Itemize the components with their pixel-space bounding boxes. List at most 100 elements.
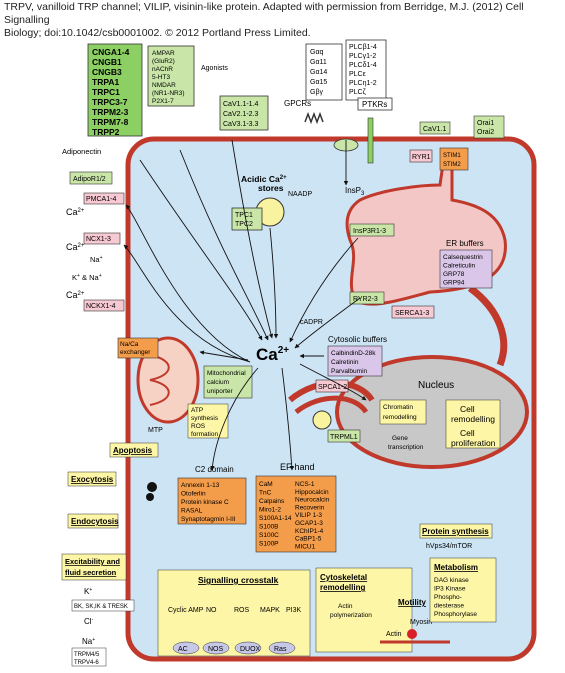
bk-box	[71, 599, 135, 612]
cadpr-label: cADPR	[300, 319, 323, 326]
cyto-buffer-item: Calretinin	[331, 359, 359, 366]
actin-label: Actin	[386, 631, 402, 638]
g-protein-box	[305, 43, 343, 101]
ef-item: Recoverin	[295, 504, 325, 511]
atp-box	[187, 403, 229, 439]
adipor-label: AdipoR1/2	[73, 176, 106, 183]
cl-label: Cl-	[84, 617, 94, 626]
channel-item: TRPC1	[92, 87, 120, 97]
nckx-box	[83, 299, 125, 312]
acidic-stores-label: Acidic Ca2+stores	[241, 174, 287, 193]
crosstalk-box	[157, 569, 311, 657]
channel-item: CNGB3	[92, 67, 122, 77]
cyto-buffer-item: CalbindinD-28k	[331, 350, 376, 357]
stim-box	[439, 147, 469, 171]
agonists-label: Agonists	[201, 65, 228, 72]
ef-item: S100B	[259, 524, 279, 531]
ef-left-list: CaMTnCCalpainsMiro1-2S100A1-14S100BS100C…	[259, 481, 292, 548]
bk-label: BK, SK,IK & TRESK	[74, 604, 128, 610]
protein-synthesis-label: Protein synthesis	[422, 527, 489, 536]
c2-item: Otoferlin	[181, 491, 206, 498]
channel-item: TRPA1	[92, 77, 120, 87]
ef-item: Neurocalcin	[295, 497, 330, 504]
ptkr-receptor	[367, 117, 374, 164]
myosin-head	[407, 629, 417, 639]
nckx-label: NCKX1-4	[86, 303, 116, 310]
serca-box	[391, 305, 435, 319]
ca-out-3: Ca2+	[66, 290, 85, 300]
ca-out-1: Ca2+	[66, 207, 85, 217]
g-protein-item: Gα11	[310, 59, 327, 66]
ef-item: Calpains	[259, 498, 285, 505]
trpml-box	[327, 429, 361, 443]
enzyme-label: Ras	[274, 646, 287, 653]
receptor-list: AMPAR(GluR2)nAChR5-HT3NMDAR(NR1-NR3)P2X1…	[152, 50, 185, 105]
cyto-buffers-title: Cytosolic buffers	[328, 335, 387, 344]
apoptosis-label: Apoptosis	[113, 446, 153, 455]
secretory-vesicle-2	[146, 493, 154, 501]
ryr23-label: RYR2-3	[353, 296, 378, 303]
c2-item: Annexin 1-13	[181, 482, 220, 489]
enzyme-oval	[268, 641, 296, 655]
caption-line-1: TRPV, vanilloid TRP channel; VILIP, visi…	[4, 1, 524, 26]
er-buffers-title: ER buffers	[446, 239, 484, 248]
ef-item: NCS-1	[295, 481, 315, 488]
endocytosis-label: Endocytosis	[71, 517, 119, 526]
ip3r-label: InsP3R1-3	[353, 228, 386, 235]
lysosome	[312, 410, 332, 430]
plc-item: PLCβ1-4	[349, 44, 377, 51]
receptor-item: AMPAR	[152, 50, 175, 57]
plc-item: PLCε	[349, 71, 366, 78]
cyto-buffer-item: Parvalbumin	[331, 368, 368, 375]
na-plus-label: Na+	[82, 637, 95, 646]
tpc-box	[231, 207, 263, 231]
metabolism-item: Phospho-	[434, 594, 462, 601]
caption-line-2: Biology; doi:10.1042/csb0001002. © 2012 …	[4, 27, 311, 39]
crosstalk-item: PI3K	[286, 607, 302, 614]
er-buffer-box	[439, 249, 493, 289]
ef-item: S100C	[259, 532, 279, 539]
cav-item: CaV1.1-1.4	[223, 101, 259, 108]
receptor-item: nAChR	[152, 66, 173, 73]
cytoskeletal-box	[315, 567, 413, 653]
mcu-box	[203, 365, 253, 399]
crosstalk-item: Cyclic AMP	[168, 607, 204, 614]
trpml-label: TRPML1	[330, 434, 358, 441]
crosstalk-item: NO	[206, 607, 217, 614]
mitochondrion	[136, 336, 200, 424]
secretory-vesicle	[147, 482, 157, 492]
mitochondria-cristae	[149, 354, 170, 406]
c2-item: Synaptotagmin I-III	[181, 516, 236, 523]
receptor-item: P2X1-7	[152, 98, 174, 105]
ncx-box	[83, 232, 121, 245]
c2-domain-title: C2 domain	[195, 465, 234, 474]
ncx-label: NCX1-3	[86, 236, 111, 243]
channel-item: TRPM2-3	[92, 107, 129, 117]
exocytosis-label: Exocytosis	[71, 475, 114, 484]
ptkrs-box	[357, 97, 393, 111]
enzyme-label: NOS	[208, 646, 224, 653]
g-protein-item: Gβγ	[310, 89, 323, 96]
c2-item: RASAL	[181, 508, 203, 515]
ip3r-box	[349, 223, 395, 237]
ef-item: KChIP1-4	[295, 528, 324, 535]
naca-exchanger-box	[117, 337, 159, 359]
mtp-label: MTP	[148, 427, 163, 434]
motility-label: Motility	[398, 598, 427, 607]
endocytosis-box	[67, 513, 119, 529]
k-plus-label: K+	[84, 587, 92, 596]
receptor-item: (GluR2)	[152, 58, 175, 65]
cyto-buffer-box	[327, 345, 383, 377]
ryr1-box	[409, 149, 433, 163]
ef-box	[255, 475, 337, 553]
crosstalk-item: ROS	[234, 607, 250, 614]
ef-item: TnC	[259, 490, 272, 497]
